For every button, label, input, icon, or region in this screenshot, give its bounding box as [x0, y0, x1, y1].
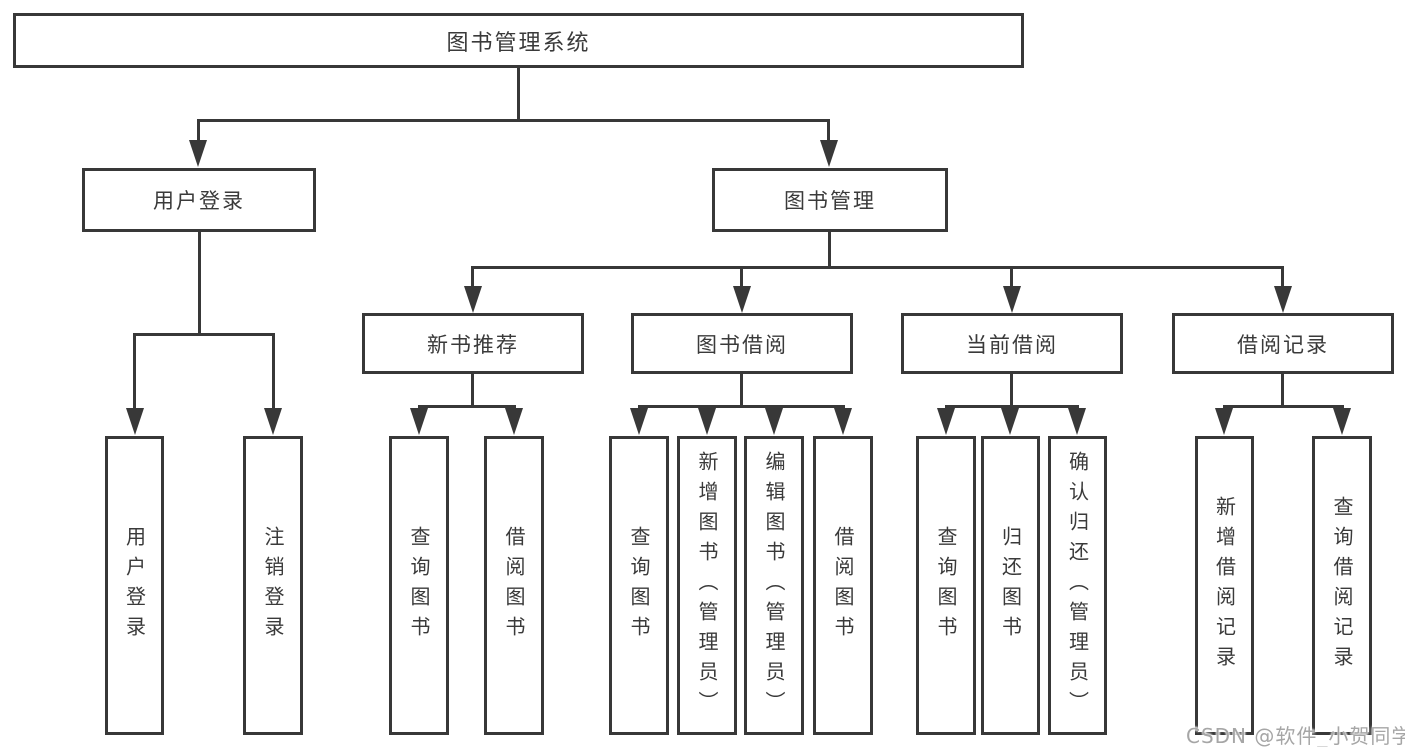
node-new-book-recommend: 新书推荐 — [362, 313, 584, 374]
arrowhead-recommend-leaf-2 — [505, 408, 523, 435]
leaf-return-book: 归还图书 — [981, 436, 1040, 735]
leaf-borrow-books: 借阅图书 — [813, 436, 873, 735]
arrowhead-recommend-leaf-1 — [410, 408, 428, 435]
arrowhead-to-book-borrowing — [733, 286, 751, 313]
connector-login-bar — [133, 333, 275, 336]
arrowhead-to-new-book-recommend — [464, 286, 482, 313]
node-current-borrowing-label: 当前借阅 — [966, 332, 1058, 357]
node-library-system: 图书管理系统 — [13, 13, 1024, 68]
leaf-current-query-books-label: 查询图书 — [934, 525, 958, 646]
node-user-login-label: 用户登录 — [153, 189, 245, 213]
leaf-add-borrow-record: 新增借阅记录 — [1195, 436, 1254, 735]
connector-records-bar — [1223, 405, 1344, 408]
node-borrowing-records: 借阅记录 — [1172, 313, 1394, 374]
leaf-recommend-query-books: 查询图书 — [389, 436, 449, 735]
connector-root-drop-left — [197, 121, 200, 142]
node-current-borrowing: 当前借阅 — [901, 313, 1123, 374]
leaf-return-book-label: 归还图书 — [998, 525, 1023, 646]
leaf-add-borrow-record-label: 新增借阅记录 — [1212, 495, 1237, 676]
connector-recommend-stem — [471, 374, 474, 407]
csdn-watermark: CSDN @软件_小贺同学 — [1186, 724, 1405, 747]
arrowhead-current-leaf-2 — [1001, 408, 1019, 435]
node-library-system-label: 图书管理系统 — [446, 30, 591, 56]
connector-mgmt-drop-3 — [1010, 268, 1013, 288]
arrowhead-to-user-login — [189, 140, 207, 167]
connector-mgmt-stem — [828, 232, 831, 269]
leaf-borrow-books-label: 借阅图书 — [831, 525, 855, 646]
connector-borrowing-bar — [638, 405, 845, 408]
connector-records-stem — [1281, 374, 1284, 407]
leaf-confirm-return-admin: 确认归还（管理员） — [1048, 436, 1107, 735]
leaf-current-query-books: 查询图书 — [916, 436, 976, 735]
leaf-query-borrow-record: 查询借阅记录 — [1312, 436, 1372, 735]
node-book-management-label: 图书管理 — [784, 189, 876, 213]
leaf-edit-book-admin-label: 编辑图书（管理员） — [762, 450, 786, 721]
connector-mgmt-drop-2 — [740, 268, 743, 288]
arrowhead-to-leaf-user-login — [126, 408, 144, 435]
arrowhead-to-leaf-logout — [264, 408, 282, 435]
connector-root-bar — [197, 119, 830, 122]
arrowhead-current-leaf-1 — [937, 408, 955, 435]
node-book-borrowing: 图书借阅 — [631, 313, 853, 374]
connector-login-stem — [198, 232, 201, 335]
node-borrowing-records-label: 借阅记录 — [1237, 332, 1329, 357]
leaf-user-login-label: 用户登录 — [122, 525, 147, 646]
connector-login-drop-1 — [133, 335, 136, 408]
leaf-recommend-borrow-books: 借阅图书 — [484, 436, 544, 735]
connector-mgmt-drop-4 — [1281, 268, 1284, 288]
arrowhead-to-book-management — [820, 140, 838, 167]
leaf-add-book-admin: 新增图书（管理员） — [677, 436, 737, 735]
leaf-add-book-admin-label: 新增图书（管理员） — [695, 450, 719, 721]
arrowhead-records-leaf-1 — [1215, 408, 1233, 435]
leaf-user-login: 用户登录 — [105, 436, 164, 735]
leaf-borrowing-query-books: 查询图书 — [609, 436, 669, 735]
node-user-login: 用户登录 — [82, 168, 316, 232]
node-book-management: 图书管理 — [712, 168, 948, 232]
leaf-recommend-borrow-books-label: 借阅图书 — [502, 525, 526, 646]
connector-current-bar — [945, 405, 1079, 408]
arrowhead-borrowing-leaf-1 — [630, 408, 648, 435]
leaf-logout-login: 注销登录 — [243, 436, 303, 735]
arrowhead-borrowing-leaf-3 — [765, 408, 783, 435]
connector-recommend-bar — [418, 405, 516, 408]
leaf-borrowing-query-books-label: 查询图书 — [627, 525, 651, 646]
arrowhead-borrowing-leaf-2 — [698, 408, 716, 435]
connector-root-drop-right — [827, 121, 830, 142]
connector-mgmt-bar — [471, 266, 1284, 269]
arrowhead-current-leaf-3 — [1068, 408, 1086, 435]
arrowhead-to-current-borrowing — [1003, 286, 1021, 313]
arrowhead-records-leaf-2 — [1333, 408, 1351, 435]
arrowhead-to-borrowing-records — [1274, 286, 1292, 313]
leaf-edit-book-admin: 编辑图书（管理员） — [744, 436, 804, 735]
leaf-confirm-return-admin-label: 确认归还（管理员） — [1065, 450, 1090, 721]
connector-borrowing-stem — [740, 374, 743, 407]
arrowhead-borrowing-leaf-4 — [834, 408, 852, 435]
node-book-borrowing-label: 图书借阅 — [696, 332, 788, 357]
node-new-book-recommend-label: 新书推荐 — [427, 332, 519, 357]
connector-root-stem — [517, 68, 520, 121]
leaf-recommend-query-books-label: 查询图书 — [407, 525, 431, 646]
leaf-logout-login-label: 注销登录 — [261, 525, 285, 646]
connector-current-stem — [1010, 374, 1013, 407]
leaf-query-borrow-record-label: 查询借阅记录 — [1330, 495, 1354, 676]
connector-login-drop-2 — [272, 335, 275, 408]
connector-mgmt-drop-1 — [471, 268, 474, 288]
